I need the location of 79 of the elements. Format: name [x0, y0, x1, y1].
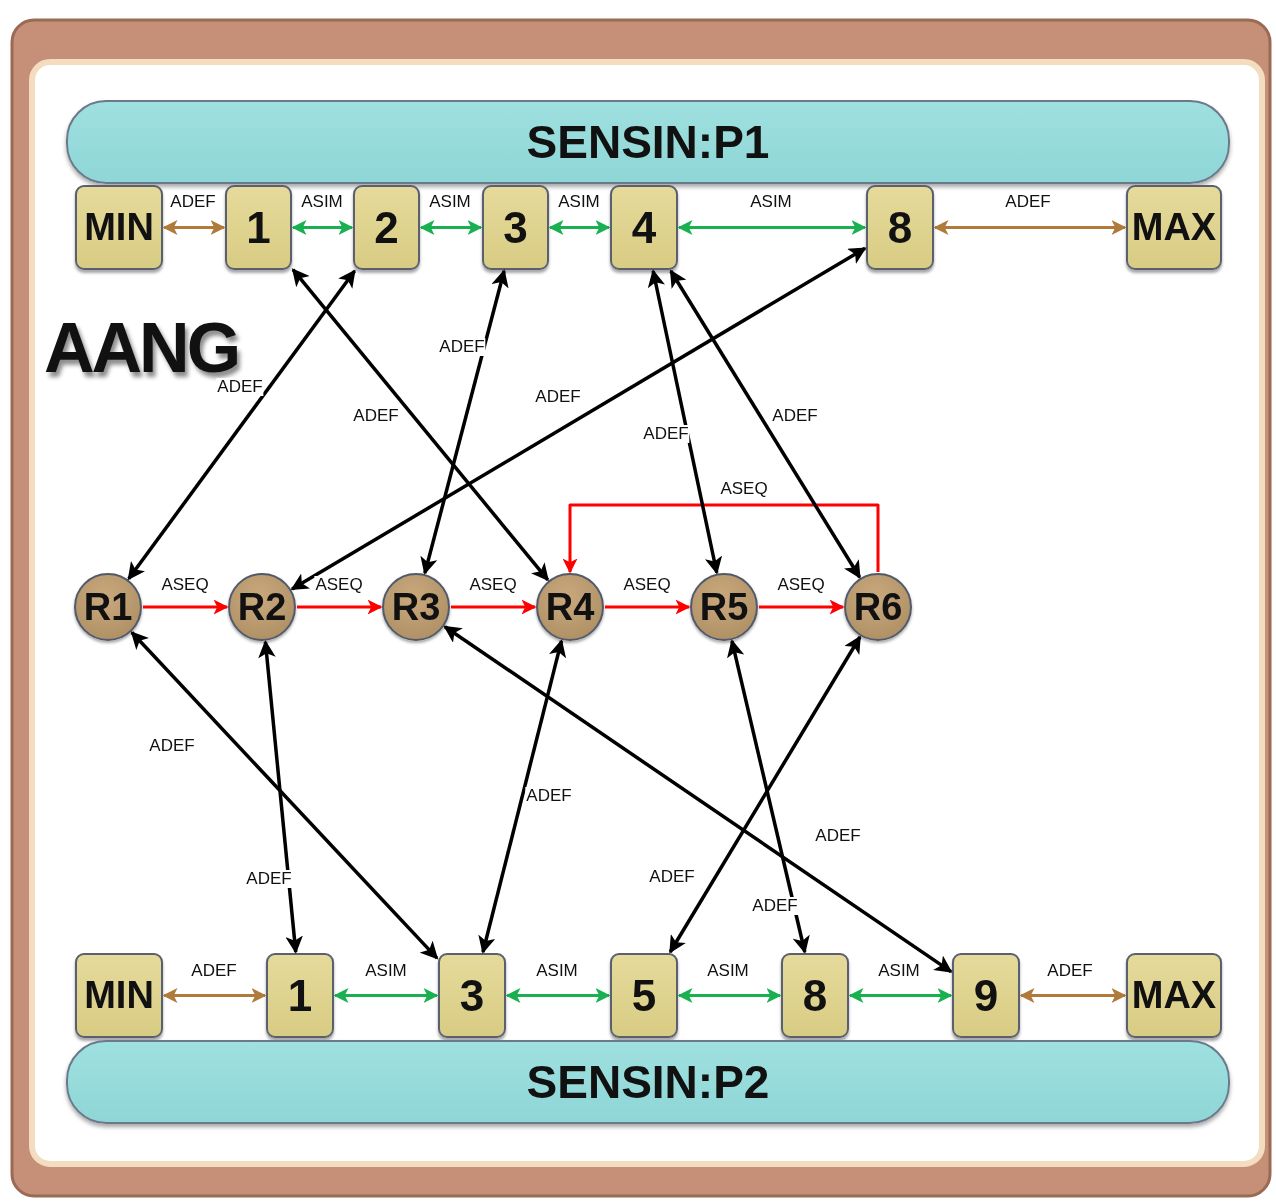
double-arrow: [127, 269, 356, 581]
connector-arrow: [562, 503, 880, 574]
double-arrow: [647, 269, 723, 575]
value-box: [781, 953, 849, 1038]
edge-label: ASEQ: [314, 576, 364, 594]
value-box: [75, 185, 163, 270]
value-box: [438, 953, 506, 1038]
connector-arrow: [677, 988, 782, 1003]
sensor-band: [66, 100, 1230, 184]
double-arrow: [420, 269, 509, 575]
node-label: 8: [802, 970, 828, 1021]
value-box: [1126, 185, 1222, 270]
node-label: 2: [374, 202, 399, 253]
edge-label: ASEQ: [468, 576, 518, 594]
node-label: 8: [887, 202, 913, 253]
edge-label: ADEF: [245, 870, 293, 888]
connector-arrow: [677, 220, 867, 235]
value-box: [610, 953, 678, 1038]
value-box: [75, 953, 163, 1038]
node-label: MIN: [84, 206, 154, 249]
connector-arrow: [605, 599, 691, 615]
node-label: MIN: [84, 974, 154, 1017]
node-label: 9: [973, 970, 999, 1021]
connector-arrow: [505, 988, 611, 1003]
edge-label: ASEQ: [160, 576, 210, 594]
value-box: [482, 185, 549, 270]
node-label: R2: [237, 585, 287, 629]
connector-arrow: [548, 220, 611, 235]
connector-arrow: [333, 988, 439, 1003]
value-box: [1126, 953, 1222, 1038]
value-box: [866, 185, 934, 270]
node-label: 1: [246, 202, 271, 253]
node-label: MAX: [1131, 206, 1217, 249]
sensor-band: [66, 1040, 1230, 1124]
edge-label: ADEF: [642, 425, 690, 443]
connector-arrow: [162, 220, 226, 235]
connector-arrow: [848, 988, 953, 1003]
node-label: SENSIN:P2: [526, 1055, 770, 1109]
double-arrow: [291, 268, 550, 582]
node-label: R5: [699, 585, 749, 629]
node-label: 4: [631, 202, 657, 253]
connector-arrow: [1019, 988, 1127, 1003]
value-box: [952, 953, 1020, 1038]
connector-arrow: [297, 599, 383, 615]
connector-arrow: [143, 599, 229, 615]
connector-arrow: [933, 220, 1127, 235]
double-arrow: [258, 640, 303, 954]
connector-arrow: [419, 220, 483, 235]
connector-arrow: [451, 599, 537, 615]
connector-arrow: [291, 220, 354, 235]
value-box: [353, 185, 420, 270]
edge-label: ASEQ: [719, 480, 769, 498]
edge-label: ADEF: [751, 897, 799, 915]
double-arrow: [130, 631, 439, 960]
double-arrow: [668, 635, 862, 954]
edge-label: ADEF: [216, 378, 264, 396]
double-arrow: [669, 269, 862, 579]
value-box: [266, 953, 334, 1038]
node-label: MAX: [1131, 974, 1217, 1017]
edge-label: ASEQ: [776, 576, 826, 594]
edge-label: ASEQ: [622, 576, 672, 594]
edge-label: ADEF: [438, 338, 486, 356]
node-label: 3: [459, 970, 485, 1021]
node-label: 5: [631, 970, 657, 1021]
node-label: 3: [503, 202, 528, 253]
connector-arrow: [759, 599, 845, 615]
value-box: [225, 185, 292, 270]
node-label: 1: [287, 970, 313, 1021]
node-label: R3: [391, 585, 441, 629]
node-label: SENSIN:P1: [526, 115, 770, 169]
node-label: R4: [545, 585, 595, 629]
double-arrow: [290, 246, 867, 591]
node-label: R1: [83, 585, 133, 629]
value-box: [610, 185, 678, 270]
connector-arrow: [162, 988, 267, 1003]
node-label: R6: [853, 585, 903, 629]
double-arrow: [443, 625, 953, 974]
double-arrow: [478, 639, 567, 954]
double-arrow: [727, 639, 810, 954]
